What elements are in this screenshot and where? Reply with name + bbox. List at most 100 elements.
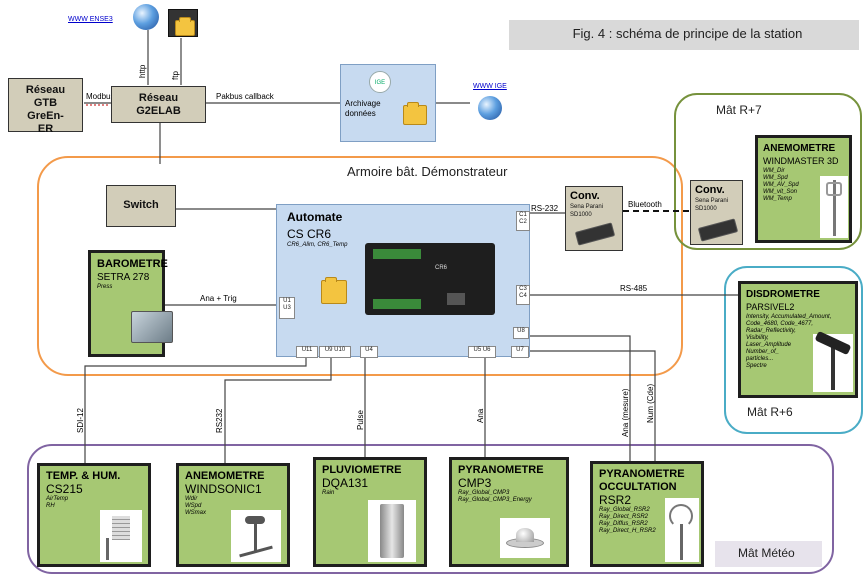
link-ige[interactable]: WWW IGE <box>473 83 507 90</box>
sensor-mast <box>106 538 109 560</box>
barometre-box: BAROMETRE SETRA 278 Press <box>88 250 173 357</box>
sensor-mast <box>254 520 257 552</box>
port-u5u6: U5 U6 <box>468 346 496 358</box>
dqa131-image <box>368 500 416 562</box>
port-u4: U4 <box>360 346 378 358</box>
archive-label: Archivage données <box>345 99 381 118</box>
sensor-box-windsonic: ANEMOMETRE WINDSONIC1 Wdir WSpd WSmax <box>176 463 290 567</box>
sensor-var: WSmax <box>185 510 206 516</box>
folder-icon <box>403 102 427 125</box>
label-sdi12: SDI-12 <box>76 408 85 433</box>
windmaster-title: ANEMOMETRE <box>763 143 836 154</box>
label-ftp: ftp <box>171 71 180 80</box>
label-rs232-top: RS-232 <box>531 204 559 213</box>
sensor-model: RSR2 <box>599 493 632 507</box>
pyranometer-dome <box>516 528 534 542</box>
disdrometre-model: PARSIVEL2 <box>746 302 795 312</box>
sensor-model: DQA131 <box>322 476 369 490</box>
wire-ana-mesure <box>530 335 631 463</box>
sensor-box-temp-hum: TEMP. & HUM. CS215 AirTemp RH <box>37 463 151 567</box>
mast-meteo-enclosure <box>27 444 834 574</box>
windmaster-model: WINDMASTER 3D <box>763 156 839 166</box>
port-u7: U7 <box>511 346 529 358</box>
sensor-var: Ray_Global_RSR2 <box>599 507 650 513</box>
conv-title: Conv. <box>570 190 600 202</box>
archive-box: IGE Archivage données <box>340 64 436 142</box>
port-c1c2: C1 C2 <box>516 211 530 231</box>
link-ense3[interactable]: WWW ENSE3 <box>68 16 113 23</box>
mast-r7-enclosure <box>674 93 862 250</box>
sensor-var: Ray_Diffus_RSR2 <box>599 521 648 527</box>
usb-port <box>447 293 465 305</box>
rsr2-image <box>665 498 699 562</box>
folder-icon <box>321 277 347 304</box>
sensor-var: Rain <box>322 490 335 496</box>
sensor-title: PLUVIOMETRE <box>322 464 402 476</box>
sensor-mast <box>680 524 683 560</box>
sensor-var: Ray_Global_CMP3_Energy <box>458 497 532 503</box>
automate-box: Automate CS CR6 CR6_Alim, CR6_Temp CR6 C… <box>276 204 530 358</box>
sensor-var: WSpd <box>185 503 202 509</box>
port-u1u3: U1 U3 <box>279 297 295 319</box>
mast-r7-label: Mât R+7 <box>716 103 762 117</box>
sensor-box-pluviometre: PLUVIOMETRE DQA131 Rain <box>313 457 427 567</box>
armoire-enclosure <box>37 156 683 376</box>
figure-caption: Fig. 4 : schéma de principe de la statio… <box>572 26 803 41</box>
disdrometre-box: DISDROMETRE PARSIVEL2 Intensity, Accumul… <box>738 281 858 398</box>
terminal-strip <box>373 299 421 309</box>
globe-icon <box>478 96 502 120</box>
cr6-device: CR6 <box>365 243 495 315</box>
port-u9u10: U9 U10 <box>319 346 351 358</box>
armoire-label: Armoire bât. Démonstrateur <box>347 164 508 179</box>
windmaster-var: WM_Spd <box>763 175 788 181</box>
sensor-title: ANEMOMETRE <box>185 470 265 482</box>
network-gtb-label: Réseau GTB GreEn-ER <box>25 84 66 135</box>
disdrometre-var: Laser_Amplitude <box>746 342 792 348</box>
windmaster-var: WM_AV_Spd <box>763 182 799 188</box>
windsonic-image <box>231 510 281 562</box>
switch-label: Switch <box>123 199 159 211</box>
port-u11: U11 <box>296 346 318 358</box>
windmaster-box: ANEMOMETRE WINDMASTER 3D WM_Dir WM_Spd W… <box>755 135 852 243</box>
converter-device-image <box>574 222 616 246</box>
ftp-folder-icon <box>168 9 198 37</box>
sensor-model: CS215 <box>46 482 83 496</box>
sensor-title: PYRANOMETRE OCCULTATION <box>599 468 685 493</box>
windmaster-var: WM_vit_Son <box>763 189 798 195</box>
switch-box: Switch <box>106 185 176 227</box>
disdrometre-var: Spectre <box>746 363 767 369</box>
sensor-mast <box>833 180 836 236</box>
disdrometre-var: Visibility, <box>746 335 769 341</box>
conv-model: Sena Parani SD1000 <box>570 204 604 218</box>
barometre-vars: Press <box>97 284 113 290</box>
conv-model: Sena Parani SD1000 <box>695 198 729 212</box>
label-ana-trig: Ana + Trig <box>200 294 237 303</box>
label-modbus: Modbus <box>86 92 115 101</box>
sensor-var: Ray_Direct_RSR2 <box>599 514 649 520</box>
terminal-strip <box>373 249 421 259</box>
label-rs232-bottom: RS232 <box>215 408 224 433</box>
sensor-head <box>245 516 265 524</box>
label-num-cde: Num (Cde) <box>646 383 655 423</box>
network-gtb-box: Réseau GTB GreEn-ER <box>8 78 83 135</box>
ige-logo-icon: IGE <box>369 71 391 93</box>
figure-caption-box <box>509 20 859 50</box>
mast-meteo-label-box <box>715 541 822 567</box>
barometre-title: BAROMETRE <box>97 258 168 270</box>
sensor-model: CMP3 <box>458 476 492 490</box>
sensor-var: AirTemp <box>46 496 69 502</box>
windmaster-var: WM_Temp <box>763 196 792 202</box>
disdrometre-sensor-image <box>813 330 853 392</box>
network-g2elab-label: Réseau G2ELAB <box>136 92 181 117</box>
barometre-model: SETRA 278 <box>97 272 150 283</box>
automate-vars: CR6_Alim, CR6_Temp <box>287 242 348 248</box>
disdrometre-title: DISDROMETRE <box>746 289 820 300</box>
label-rs485: RS-485 <box>620 284 648 293</box>
label-pakbus: Pakbus callback <box>216 92 274 101</box>
wire-num-cde <box>530 350 656 463</box>
folder-icon <box>175 17 195 36</box>
disdrometre-var: Code_4680, Code_4677, <box>746 321 814 327</box>
shadow-band <box>669 504 693 528</box>
conv-box-2: Conv. Sena Parani SD1000 <box>690 180 743 245</box>
